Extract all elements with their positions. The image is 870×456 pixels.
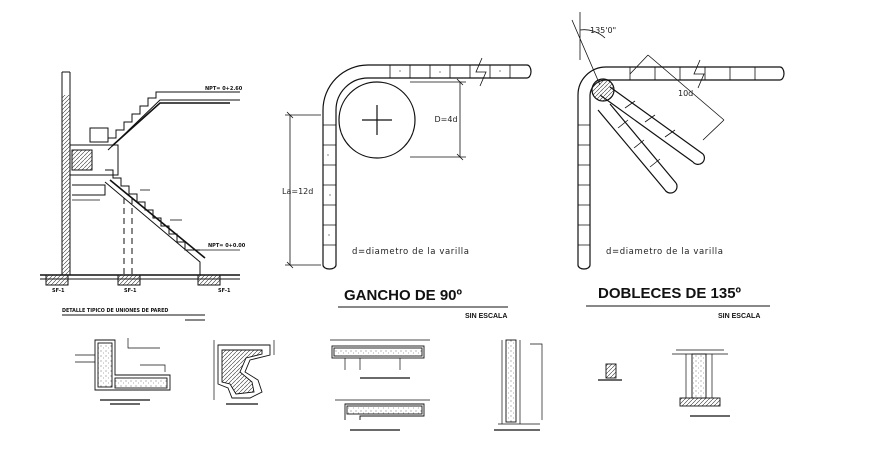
hook-90-dim-diameter: D=4d	[434, 115, 457, 124]
footing-label-1: SF-1	[52, 288, 65, 294]
bend-135-dim-length: 10d	[678, 89, 693, 98]
bend-135-scale: SIN ESCALA	[718, 313, 760, 320]
hook-90-dim-length: La=12d	[282, 187, 313, 196]
hook-90-note: d=diametro de la varilla	[352, 247, 470, 257]
stair-caption: DETALLE TIPICO DE UNIONES DE PARED	[62, 308, 168, 314]
hook-90-title: GANCHO DE 90º	[344, 287, 463, 304]
bend-135-note: d=diametro de la varilla	[606, 247, 724, 257]
bend-135-bar-section	[591, 78, 615, 102]
detail-small-tag	[598, 363, 622, 381]
detail-beam-2	[335, 399, 430, 431]
detail-wall-joint-1	[75, 338, 171, 405]
stair-level-bottom: NPT= 0+0.00	[208, 243, 246, 249]
footing-label-3: SF-1	[218, 288, 231, 294]
detail-beam-1	[330, 339, 430, 379]
stair-section-drawing	[40, 71, 240, 286]
hook-90-drawing	[285, 57, 532, 270]
stair-level-top: NPT= 0+2.60	[205, 86, 243, 92]
stair-caption-underline	[62, 314, 205, 321]
bend-135-drawing	[571, 12, 785, 270]
bend-135-title: DOBLECES DE 135º	[598, 285, 742, 302]
footing-label-2: SF-1	[124, 288, 137, 294]
detail-wall-column	[494, 339, 543, 431]
hook-90-dots	[327, 70, 501, 236]
detail-cornice	[213, 340, 275, 405]
detail-footing	[672, 349, 730, 417]
bend-135-dim-angle: 135'0"	[590, 26, 616, 35]
hook-90-scale: SIN ESCALA	[465, 313, 507, 320]
